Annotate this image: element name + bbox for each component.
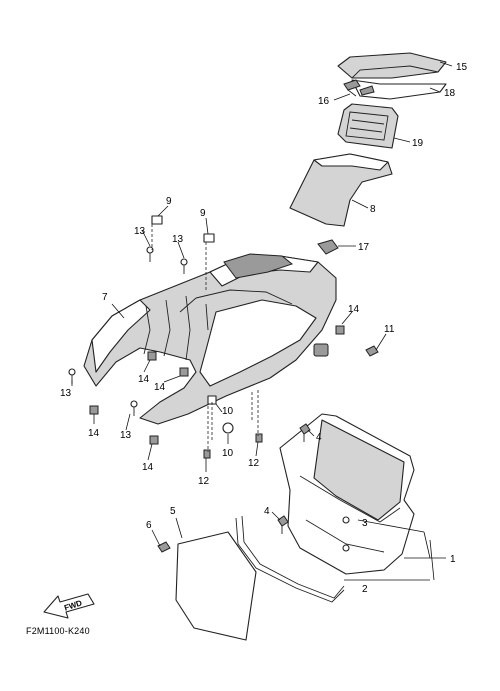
bolt-part-13-d (130, 400, 138, 416)
callout-4-b: 4 (264, 506, 270, 517)
callout-10-a: 10 (222, 406, 234, 417)
callout-14-c: 14 (88, 428, 100, 439)
diagram-code: F2M1100-K240 (26, 626, 90, 636)
callout-14-b: 14 (154, 382, 166, 393)
clip-part-16 (343, 79, 375, 97)
callout-15: 15 (456, 62, 468, 73)
callout-14-e: 14 (348, 304, 360, 315)
bolt-part-13-a (146, 246, 154, 262)
flap-plate-part-5 (175, 531, 257, 641)
inner-fender-part-8 (289, 153, 393, 227)
nut-part-14-a (147, 351, 157, 361)
callout-5: 5 (170, 506, 176, 517)
leader-lines (71, 61, 453, 581)
rubber-strip-part-2 (235, 515, 345, 603)
nut-part-14-e (335, 325, 345, 335)
bolt-part-12-a (203, 449, 211, 459)
callout-9-b: 9 (200, 208, 206, 219)
callout-13-b: 13 (172, 234, 184, 245)
callout-1: 1 (450, 554, 456, 565)
nut-part-14-c (89, 405, 99, 415)
nut-part-14-d (149, 435, 159, 445)
bolt-part-12-b (255, 433, 263, 443)
callout-17: 17 (358, 242, 370, 253)
callout-12-a: 12 (198, 476, 210, 487)
rear-fender-part-7 (83, 253, 337, 425)
bolt-part-4-a (299, 423, 311, 442)
callout-2: 2 (362, 584, 368, 595)
bolt-part-6 (157, 541, 171, 553)
callout-4-a: 4 (316, 432, 322, 443)
clip-part-9-a (151, 215, 163, 225)
callout-14-a: 14 (138, 374, 150, 385)
bolt-part-4-b (277, 515, 289, 534)
callout-8: 8 (370, 204, 376, 215)
callout-labels: 15 18 16 19 8 17 7 9 9 13 13 13 13 14 14… (60, 62, 468, 595)
clip-part-17 (317, 239, 356, 255)
callout-7: 7 (102, 292, 108, 303)
callout-13-d: 13 (120, 430, 132, 441)
bolt-part-13-b (180, 258, 188, 274)
callout-10-b: 10 (222, 448, 234, 459)
callout-12-b: 12 (248, 458, 260, 469)
callout-16: 16 (318, 96, 330, 107)
callout-13-c: 13 (60, 388, 72, 399)
callout-11: 11 (384, 324, 395, 335)
bolt-part-11 (365, 345, 379, 357)
storage-box-part-1 (279, 413, 415, 575)
clip-part-9-b (203, 233, 215, 243)
grommet-part-10-b (222, 422, 234, 434)
callout-14-d: 14 (142, 462, 154, 473)
bolt-part-13-c (68, 368, 76, 384)
forward-direction-arrow: FWD (43, 593, 95, 619)
callout-13-a: 13 (134, 226, 146, 237)
inner-box-part-19 (337, 103, 399, 149)
top-cover-part-15 (337, 52, 447, 79)
nut-part-14-b (179, 367, 189, 377)
callout-9-a: 9 (166, 196, 172, 207)
callout-18: 18 (444, 88, 456, 99)
callout-19: 19 (412, 138, 424, 149)
callout-3: 3 (362, 518, 368, 529)
callout-6: 6 (146, 520, 152, 531)
